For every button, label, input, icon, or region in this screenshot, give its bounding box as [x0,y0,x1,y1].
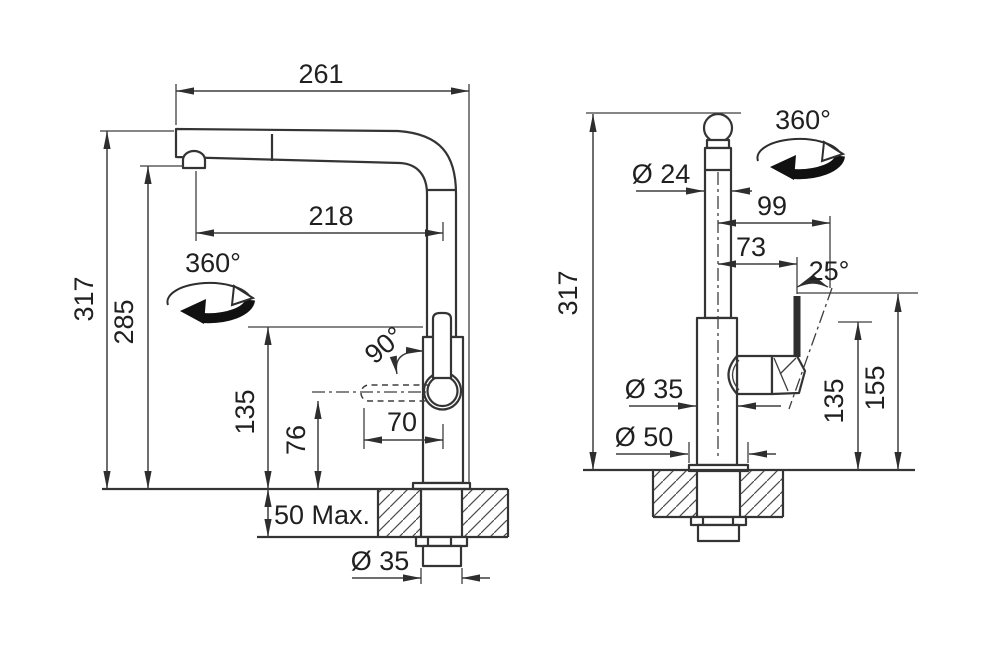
label-261: 261 [298,59,343,89]
right-counter-hatch-b [740,470,783,517]
left-dimensions [100,84,490,584]
label-285: 285 [109,299,139,344]
left-spout-and-riser [174,127,458,339]
right-mounting-washer [689,515,748,527]
label-70: 70 [387,407,417,437]
label-73: 73 [736,232,766,262]
label-360-right: 360° [775,105,831,135]
right-handle-tilt-ghost [788,287,833,410]
right-handle-base [735,354,774,396]
label-90: 90° [359,320,410,369]
label-317-left: 317 [69,276,99,321]
right-view: Ø 24 360° 99 73 25° 317 Ø 35 Ø 50 135 15… [553,105,918,543]
label-76: 76 [281,425,311,455]
label-360-left: 360° [185,248,241,278]
right-spray-clip [705,138,731,150]
right-mounting-nut [696,523,741,543]
left-swing-arc [389,346,425,375]
right-faucet-outline [687,112,833,473]
label-218: 218 [308,201,353,231]
right-spout-end [702,112,734,144]
right-handle-knuckle [770,354,807,396]
right-dimensions [586,112,918,470]
right-labels: Ø 24 360° 99 73 25° 317 Ø 35 Ø 50 135 15… [553,105,890,452]
label-50max: 50 Max. [274,500,370,530]
left-counter-hatch-a [378,489,421,537]
left-aerator-nozzle [181,149,207,170]
left-mounting-washer [414,535,469,548]
label-317-right: 317 [553,270,583,315]
left-view: 261 218 317 285 360° 90° 135 76 70 50 Ma… [69,59,510,584]
label-155: 155 [860,365,890,410]
label-dia35-right: Ø 35 [625,374,684,404]
label-135-left: 135 [230,389,260,434]
label-135-right: 135 [819,378,849,423]
dim-25-arc [796,275,829,288]
label-dia35-left: Ø 35 [351,546,410,576]
right-swivel-icon [757,139,843,180]
left-mounting-nut [421,544,463,568]
left-handle-lever [431,311,453,380]
left-faucet-outline [174,127,472,491]
left-handle-swing [312,346,430,402]
right-handle-lever [793,296,801,357]
label-25: 25° [809,256,850,286]
label-dia50: Ø 50 [615,422,674,452]
right-counter-hatch-a [653,470,697,517]
left-handle-ghost [360,384,430,402]
label-99: 99 [757,191,787,221]
label-dia24: Ø 24 [632,159,691,189]
left-countertop [102,487,510,568]
left-swivel-icon [167,283,253,324]
left-counter-hatch-b [462,489,508,537]
right-body [695,316,739,467]
right-countertop [583,468,915,543]
